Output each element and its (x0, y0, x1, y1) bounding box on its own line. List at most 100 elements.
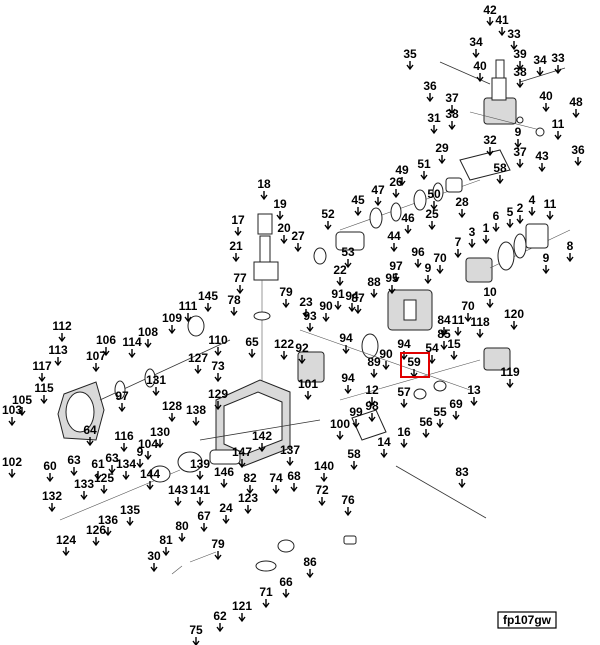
callout-7: 7 (455, 235, 462, 249)
callout-arrow (94, 471, 102, 481)
callout-69: 69 (449, 397, 463, 411)
callout-arrow (440, 341, 448, 351)
callout-66: 66 (279, 575, 293, 589)
callout-arrow (468, 239, 476, 249)
callout-arrow (162, 547, 170, 557)
callout-97: 97 (115, 389, 129, 403)
callout-103: 103 (2, 403, 22, 417)
callout-63: 63 (105, 451, 119, 465)
callout-arrow (118, 403, 126, 413)
callout-60: 60 (43, 459, 57, 473)
callout-arrow (492, 223, 500, 233)
callout-79: 79 (279, 285, 293, 299)
callout-arrow (344, 385, 352, 395)
callout-82: 82 (243, 471, 257, 485)
callout-99: 99 (349, 405, 363, 419)
callout-arrow (184, 313, 192, 323)
callout-arrow (294, 243, 302, 253)
callout-arrow (40, 395, 48, 405)
callout-70: 70 (433, 251, 447, 265)
callout-arrow (498, 27, 506, 37)
callout-arrow (486, 17, 494, 27)
callout-129: 129 (208, 387, 228, 401)
callout-arrow (374, 197, 382, 207)
callout-78: 78 (227, 293, 241, 307)
callout-arrow (8, 469, 16, 479)
callout-arrow (168, 325, 176, 335)
callout-110: 110 (208, 333, 228, 347)
callout-74: 74 (269, 471, 283, 485)
callout-arrow (392, 189, 400, 199)
callout-36: 36 (423, 79, 437, 93)
callout-arrow (196, 471, 204, 481)
callout-arrow (422, 429, 430, 439)
callout-arrow (136, 459, 144, 469)
callout-arrow (546, 211, 554, 221)
callout-arrow (440, 327, 448, 337)
callout-14: 14 (377, 435, 391, 449)
callout-130: 130 (150, 425, 170, 439)
callout-arrow (8, 417, 16, 427)
callout-87: 87 (351, 291, 365, 305)
callout-arrow (420, 171, 428, 181)
callout-arrow (486, 147, 494, 157)
callout-arrow (510, 41, 518, 51)
callout-100: 100 (330, 417, 350, 431)
callout-16: 16 (397, 425, 411, 439)
callout-arrow (322, 313, 330, 323)
callout-118: 118 (470, 315, 490, 329)
callout-19: 19 (273, 197, 287, 211)
callout-104: 104 (138, 437, 158, 451)
callout-30: 30 (147, 549, 161, 563)
left-end-housing (57, 315, 231, 441)
callout-111: 111 (179, 299, 198, 313)
callout-85: 85 (437, 327, 451, 341)
callout-arrow (168, 413, 176, 423)
callout-arrow (214, 373, 222, 383)
callout-arrow (426, 93, 434, 103)
callout-arrow (382, 361, 390, 371)
callout-134: 134 (116, 457, 136, 471)
callout-arrow (554, 131, 562, 141)
callout-arrow (454, 249, 462, 259)
callout-arrow (282, 589, 290, 599)
callout-arrow (436, 419, 444, 429)
callout-94: 94 (341, 371, 355, 385)
callout-4: 4 (529, 193, 536, 207)
callout-33: 33 (551, 51, 565, 65)
callout-arrow (276, 211, 284, 221)
callout-84: 84 (437, 313, 451, 327)
callout-49: 49 (395, 163, 409, 177)
callout-147: 147 (232, 445, 252, 459)
callout-109: 109 (162, 311, 182, 325)
callout-139: 139 (190, 457, 210, 471)
callout-81: 81 (159, 533, 173, 547)
callout-arrow (516, 215, 524, 225)
callout-arrow (174, 497, 182, 507)
upper-shaft-parts (313, 177, 481, 265)
callout-arrow (542, 265, 550, 275)
callout-45: 45 (351, 193, 365, 207)
callout-arrow (336, 277, 344, 287)
callout-11: 11 (544, 197, 557, 211)
callout-143: 143 (168, 483, 188, 497)
callout-arrow (58, 333, 66, 343)
callout-arrow (302, 309, 310, 319)
callout-35: 35 (403, 47, 417, 61)
callout-18: 18 (257, 177, 271, 191)
callout-arrow (318, 497, 326, 507)
callout-95: 95 (385, 271, 399, 285)
callout-37: 37 (513, 145, 527, 159)
callout-9: 9 (137, 445, 144, 459)
callout-arrow (470, 397, 478, 407)
callout-arrow (472, 49, 480, 59)
callout-arrow (448, 105, 456, 115)
callout-32: 32 (483, 133, 497, 147)
callout-arrow (192, 417, 200, 427)
callout-64: 64 (83, 423, 97, 437)
callout-136: 136 (98, 513, 118, 527)
callout-1: 1 (483, 221, 490, 235)
callout-51: 51 (417, 157, 431, 171)
callout-arrow (514, 139, 522, 149)
callout-arrow (464, 313, 472, 323)
